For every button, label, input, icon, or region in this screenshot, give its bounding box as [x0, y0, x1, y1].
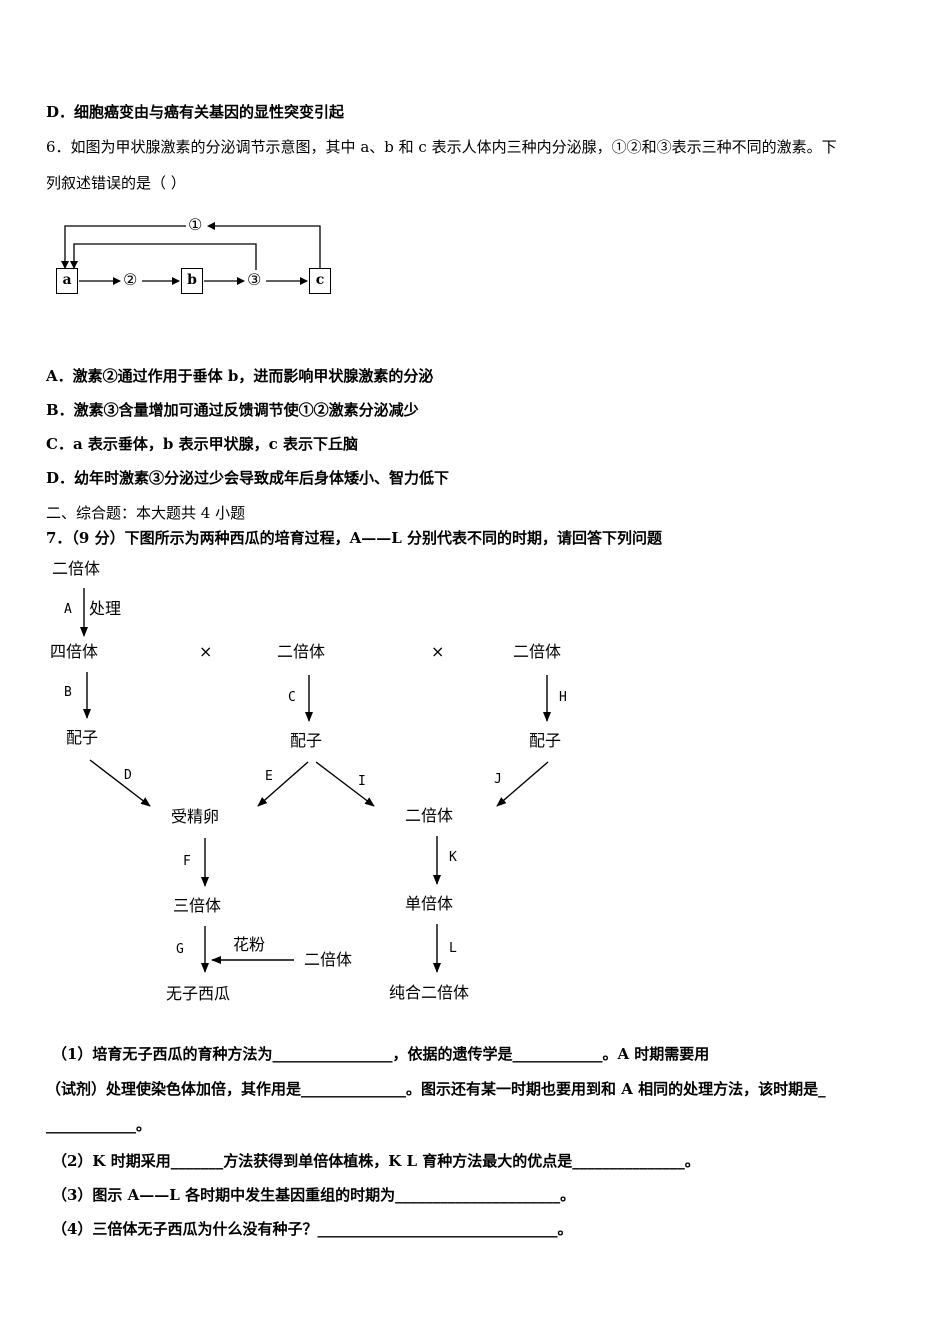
q7-sub3: （3）图示 A——L 各时期中发生基因重组的时期为_______________… — [52, 1186, 576, 1204]
stage-h-label: H — [559, 690, 567, 705]
q6-option-b: B．激素③含量增加可通过反馈调节使①②激素分泌减少 — [46, 401, 419, 419]
diploid-pollen-source-label: 二倍体 — [304, 950, 353, 969]
cross-symbol-2: × — [431, 642, 445, 661]
triploid-label: 三倍体 — [173, 896, 222, 915]
gland-b-box: b — [181, 268, 203, 294]
seedless-watermelon-label: 无子西瓜 — [166, 984, 231, 1003]
gamete-middle-label: 配子 — [290, 731, 323, 750]
q7-stem: 7．（9 分）下图所示为两种西瓜的培育过程，A——L 分别代表不同的时期，请回答… — [46, 529, 663, 547]
stage-l-label: L — [449, 941, 457, 956]
gland-c-box: c — [309, 268, 331, 294]
diploid-lower-label: 二倍体 — [405, 806, 454, 825]
q6-stem-line1: 6．如图为甲状腺激素的分泌调节示意图，其中 a、b 和 c 表示人体内三种内分泌… — [46, 138, 837, 156]
pure-diploid-label: 纯合二倍体 — [389, 983, 470, 1002]
diploid-middle-label: 二倍体 — [277, 642, 326, 661]
zygote-label: 受精卵 — [171, 807, 220, 826]
diploid-right-label: 二倍体 — [513, 642, 562, 661]
section2-heading: 二、综合题：本大题共 4 小题 — [46, 504, 246, 522]
stage-e-label: E — [265, 769, 273, 784]
stage-d-label: D — [124, 768, 132, 783]
q6-option-d: D．幼年时激素③分泌过少会导致成年后身体矮小、智力低下 — [46, 469, 450, 487]
stage-g-label: G — [176, 942, 184, 957]
stage-k-label: K — [449, 850, 457, 865]
hormone-1-label: ① — [187, 215, 204, 234]
tetraploid-label: 四倍体 — [50, 642, 99, 661]
q6-option-a: A．激素②通过作用于垂体 b，进而影响甲状腺激素的分泌 — [46, 367, 434, 385]
q6-stem-line2: 列叙述错误的是（ ） — [46, 174, 186, 192]
hormone-2-label: ② — [122, 270, 139, 289]
q5-option-d: D．细胞癌变由与癌有关基因的显性突变引起 — [46, 103, 345, 121]
q6-option-c: C．a 表示垂体，b 表示甲状腺，c 表示下丘脑 — [46, 435, 358, 453]
q7-sub2: （2）K 时期采用_______方法获得到单倍体植株，K L 育种方法最大的优点… — [52, 1152, 700, 1170]
treatment-label: 处理 — [89, 599, 122, 618]
cross-symbol-1: × — [199, 642, 213, 661]
stage-b-label: B — [64, 685, 72, 700]
stage-c-label: C — [288, 690, 296, 705]
gamete-left-label: 配子 — [66, 728, 99, 747]
gland-a-box: a — [56, 268, 78, 294]
q7-sub1-line3: ____________。 — [46, 1116, 152, 1134]
haploid-label: 单倍体 — [405, 894, 454, 913]
hormone-3-label: ③ — [246, 270, 263, 289]
q7-sub1-line2: （试剂）处理使染色体加倍，其作用是______________。图示还有某一时期… — [46, 1080, 826, 1098]
stage-a-label: A — [64, 602, 72, 617]
gamete-right-label: 配子 — [529, 731, 562, 750]
q7-sub4: （4）三倍体无子西瓜为什么没有种子？______________________… — [52, 1220, 573, 1238]
stage-j-label: J — [494, 772, 502, 787]
q7-sub1-line1: （1）培育无子西瓜的育种方法为________________，依据的遗传学是_… — [52, 1045, 710, 1063]
pollen-label: 花粉 — [233, 935, 266, 954]
stage-f-label: F — [183, 854, 191, 869]
diploid-top-label: 二倍体 — [52, 559, 101, 578]
stage-i-label: I — [358, 774, 366, 789]
